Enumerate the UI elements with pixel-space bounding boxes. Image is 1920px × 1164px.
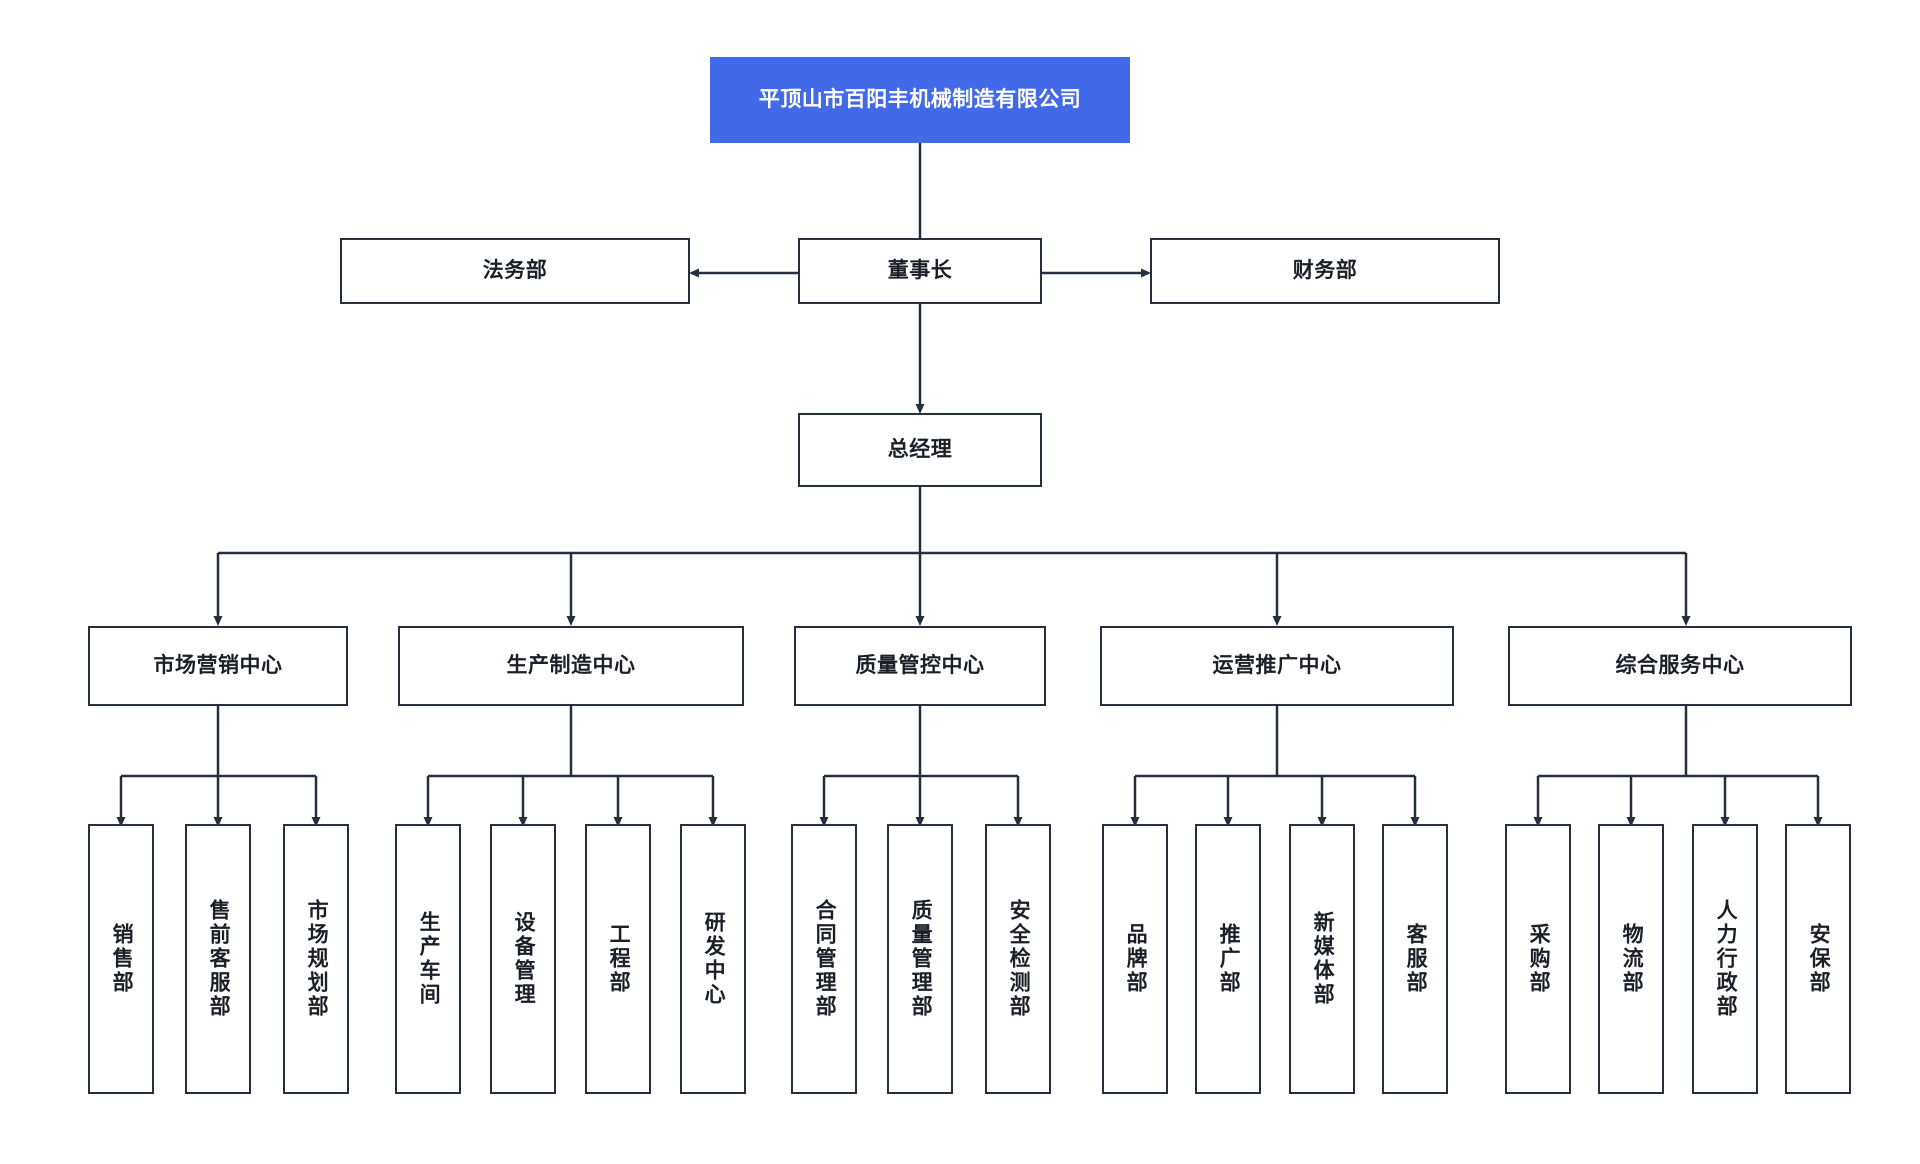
node-center-marketing[interactable]: 市场营销中心 (88, 626, 348, 706)
node-label: 平顶山市百阳丰机械制造有限公司 (758, 87, 1082, 111)
node-label: 生产车间 (417, 911, 441, 1007)
node-label: 运营推广中心 (1212, 653, 1342, 677)
node-finance-department[interactable]: 财务部 (1150, 238, 1500, 304)
node-label: 质量管控中心 (855, 653, 985, 677)
node-dept-security[interactable]: 安保部 (1785, 824, 1851, 1094)
node-label: 综合服务中心 (1615, 653, 1745, 677)
node-label: 安保部 (1807, 923, 1831, 995)
node-label: 人力行政部 (1714, 899, 1738, 1019)
node-dept-customer-service[interactable]: 客服部 (1382, 824, 1448, 1094)
node-label: 安全检测部 (1007, 899, 1031, 1019)
node-label: 新媒体部 (1311, 911, 1335, 1007)
node-general-manager[interactable]: 总经理 (798, 413, 1042, 487)
node-dept-rnd-center[interactable]: 研发中心 (680, 824, 746, 1094)
node-label: 市场规划部 (305, 899, 329, 1019)
node-label: 采购部 (1527, 923, 1551, 995)
node-label: 总经理 (887, 437, 953, 461)
node-label: 董事长 (887, 258, 953, 282)
node-label: 销售部 (110, 923, 134, 995)
node-dept-presales-service[interactable]: 售前客服部 (185, 824, 251, 1094)
node-label: 市场营销中心 (153, 653, 283, 677)
node-center-manufacturing[interactable]: 生产制造中心 (398, 626, 744, 706)
node-label: 设备管理 (512, 911, 536, 1007)
node-label: 财务部 (1292, 258, 1358, 282)
node-dept-hr-administration[interactable]: 人力行政部 (1692, 824, 1758, 1094)
node-center-operations[interactable]: 运营推广中心 (1100, 626, 1454, 706)
node-center-quality[interactable]: 质量管控中心 (794, 626, 1046, 706)
node-label: 研发中心 (702, 911, 726, 1007)
node-dept-engineering[interactable]: 工程部 (585, 824, 651, 1094)
node-label: 品牌部 (1124, 923, 1148, 995)
node-label: 物流部 (1620, 923, 1644, 995)
node-label: 质量管理部 (909, 899, 933, 1019)
node-label: 售前客服部 (207, 899, 231, 1019)
node-dept-production-workshop[interactable]: 生产车间 (395, 824, 461, 1094)
node-dept-sales[interactable]: 销售部 (88, 824, 154, 1094)
node-dept-promotion[interactable]: 推广部 (1195, 824, 1261, 1094)
node-dept-logistics[interactable]: 物流部 (1598, 824, 1664, 1094)
node-chairman[interactable]: 董事长 (798, 238, 1042, 304)
node-label: 合同管理部 (813, 899, 837, 1019)
node-label: 工程部 (607, 923, 631, 995)
node-dept-quality-management[interactable]: 质量管理部 (887, 824, 953, 1094)
node-dept-safety-inspection[interactable]: 安全检测部 (985, 824, 1051, 1094)
node-center-general-service[interactable]: 综合服务中心 (1508, 626, 1852, 706)
node-dept-new-media[interactable]: 新媒体部 (1289, 824, 1355, 1094)
node-label: 生产制造中心 (506, 653, 636, 677)
node-label: 法务部 (482, 258, 548, 282)
node-dept-brand[interactable]: 品牌部 (1102, 824, 1168, 1094)
node-dept-market-planning[interactable]: 市场规划部 (283, 824, 349, 1094)
node-label: 客服部 (1404, 923, 1428, 995)
node-dept-equipment-management[interactable]: 设备管理 (490, 824, 556, 1094)
node-legal-department[interactable]: 法务部 (340, 238, 690, 304)
node-company-root[interactable]: 平顶山市百阳丰机械制造有限公司 (710, 57, 1130, 143)
node-dept-contract-management[interactable]: 合同管理部 (791, 824, 857, 1094)
node-dept-procurement[interactable]: 采购部 (1505, 824, 1571, 1094)
node-label: 推广部 (1217, 923, 1241, 995)
